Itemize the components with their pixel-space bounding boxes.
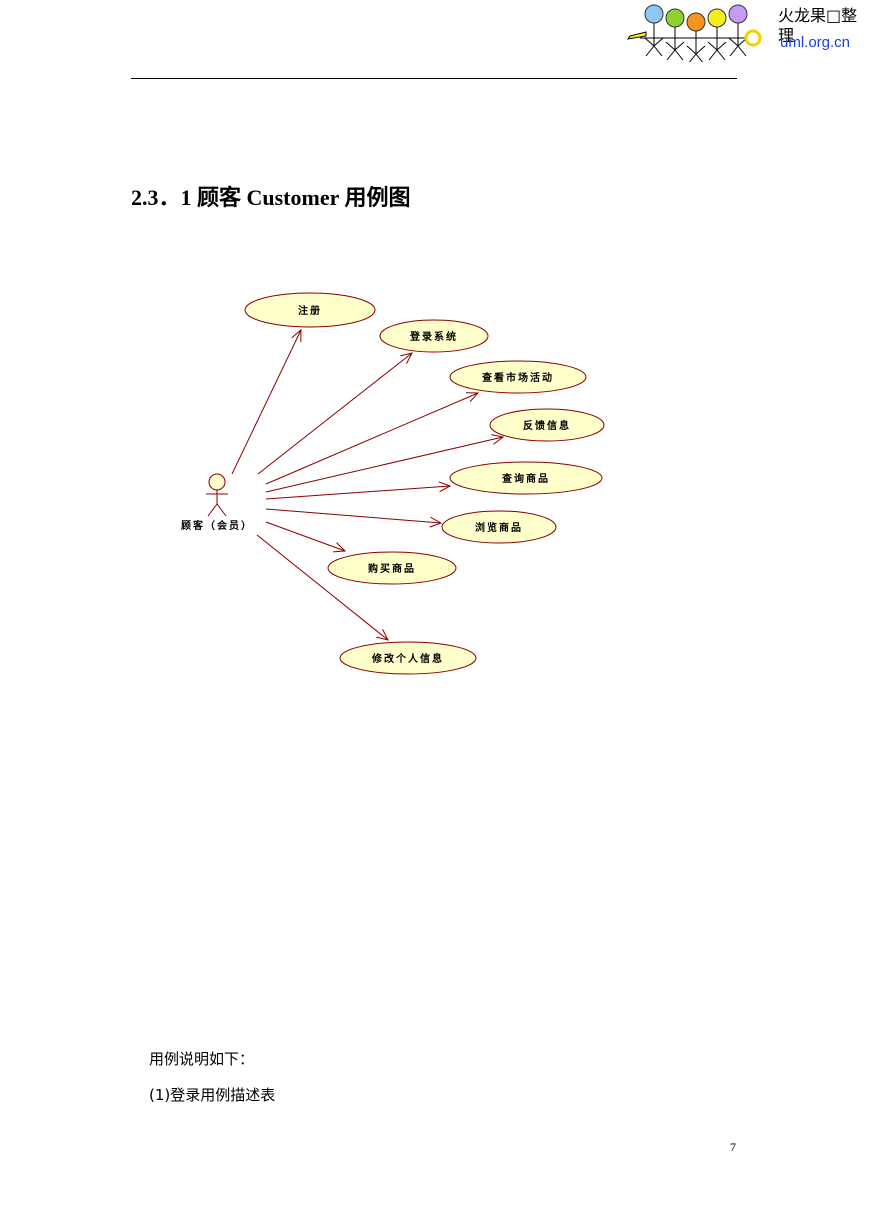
header-divider xyxy=(131,78,737,79)
logo-person-icon xyxy=(644,4,664,57)
use-case-label: 查看市场活动 xyxy=(481,371,554,384)
use-case-buy: 购买商品 xyxy=(327,551,457,585)
use-case-label: 登录系统 xyxy=(409,330,458,343)
use-case-label: 反馈信息 xyxy=(523,419,571,432)
logo-graphic xyxy=(626,4,762,62)
use-case-ellipse xyxy=(327,551,457,585)
logo-url-link[interactable]: uml.org.cn xyxy=(780,34,851,51)
use-case-browse: 浏览商品 xyxy=(441,510,557,544)
use-case-ellipse xyxy=(244,292,376,328)
use-case-register: 注册 xyxy=(244,292,376,328)
use-case-login: 登录系统 xyxy=(379,319,489,353)
actor-label: 顾客（会员） xyxy=(181,519,253,532)
actor: 顾客（会员） xyxy=(181,473,253,532)
use-case-query: 查询商品 xyxy=(449,461,603,495)
use-case-label: 查询商品 xyxy=(501,472,550,485)
table-caption: (1)登录用例描述表 xyxy=(149,1086,276,1104)
logo-person-icon xyxy=(665,8,685,61)
section-heading: 2.3．1 顾客 Customer 用例图 xyxy=(131,185,411,210)
use-case-label: 浏览商品 xyxy=(475,521,523,534)
stick-figure-icon xyxy=(206,473,228,517)
association-login xyxy=(257,353,412,475)
use-case-ellipse xyxy=(489,408,605,442)
association-feedback xyxy=(265,437,503,493)
association-modify xyxy=(256,534,388,640)
use-case-label: 修改个人信息 xyxy=(371,652,444,665)
logo-person-icon xyxy=(707,8,727,61)
logo-person-icon xyxy=(728,4,748,57)
use-case-feedback: 反馈信息 xyxy=(489,408,605,442)
use-case-ellipse xyxy=(339,641,477,675)
use-case-label: 注册 xyxy=(298,304,322,317)
association-buy xyxy=(265,521,345,551)
use-case-ellipse xyxy=(441,510,557,544)
association-query xyxy=(265,486,450,500)
association-lines xyxy=(231,330,503,640)
logo-person-icon xyxy=(686,12,706,62)
use-case-ellipse xyxy=(449,461,603,495)
use-case-intro: 用例说明如下： xyxy=(149,1050,255,1068)
use-case-modify: 修改个人信息 xyxy=(339,641,477,675)
logo-figures xyxy=(640,4,748,62)
page-number: 7 xyxy=(730,1140,736,1154)
use-case-ellipse xyxy=(449,360,587,394)
use-case-market: 查看市场活动 xyxy=(449,360,587,394)
logo-ring-icon xyxy=(744,29,762,47)
association-market xyxy=(265,393,478,485)
association-register xyxy=(231,330,301,475)
use-case-label: 购买商品 xyxy=(368,562,416,575)
association-browse xyxy=(265,508,441,523)
logo-text: 火龙果□整理 xyxy=(778,6,858,45)
use-case-ellipse xyxy=(379,319,489,353)
logo-pencil-icon xyxy=(626,31,647,40)
